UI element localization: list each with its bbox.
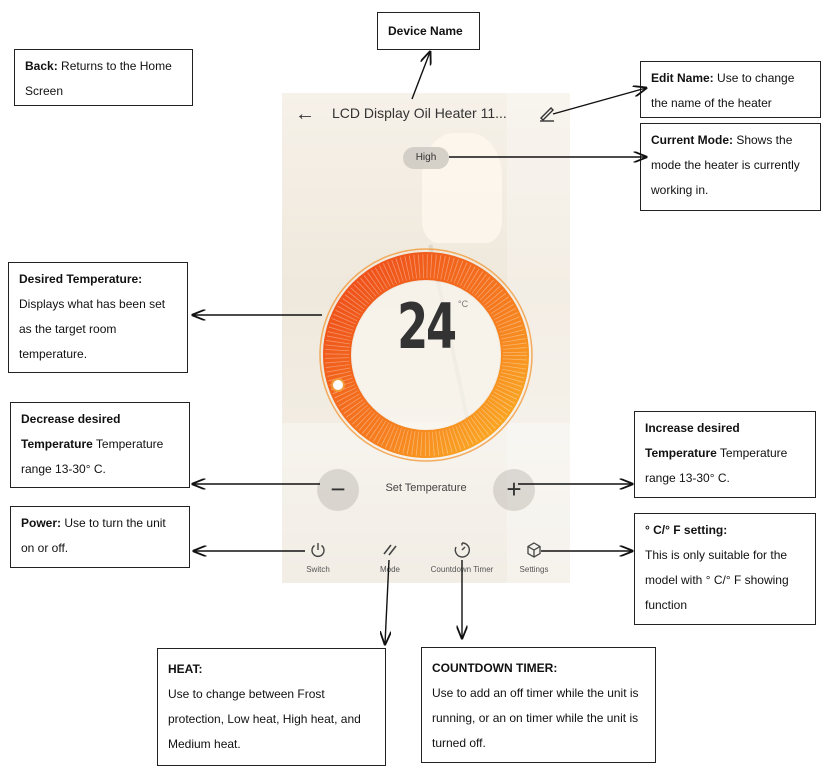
- callout-increase-temperature: Increase desired Temperature Temperature…: [634, 411, 816, 498]
- tab-switch[interactable]: Switch: [282, 541, 354, 574]
- callout-title: Back:: [25, 59, 58, 73]
- callout-current-mode: Current Mode: Shows the mode the heater …: [640, 123, 821, 211]
- tab-countdown-timer[interactable]: Countdown Timer: [426, 541, 498, 574]
- callout-unit-setting: ° C/° F setting: This is only suitable fo…: [634, 513, 816, 625]
- callout-title: ° C/° F setting:: [645, 523, 728, 537]
- callout-text: Use to add an off timer while the unit i…: [432, 686, 639, 750]
- callout-text: Use to change between Frost protection, …: [168, 687, 361, 751]
- callout-title: Edit Name:: [651, 71, 714, 85]
- set-temperature-label: Set Temperature: [385, 482, 467, 494]
- callout-edit-name: Edit Name: Use to change the name of the…: [640, 61, 821, 118]
- pencil-icon[interactable]: [537, 103, 557, 123]
- callout-decrease-temperature: Decrease desired Temperature Temperature…: [10, 402, 190, 488]
- callout-text: This is only suitable for the model with…: [645, 548, 789, 612]
- callout-title: COUNTDOWN TIMER:: [432, 661, 558, 675]
- callout-heat: HEAT: Use to change between Frost protect…: [157, 648, 386, 766]
- dial-inner-face: [352, 281, 500, 429]
- temperature-dial[interactable]: [316, 245, 536, 465]
- increase-temperature-button[interactable]: +: [493, 469, 535, 511]
- dial-ticks: [325, 254, 527, 456]
- callout-device-name: Device Name: [377, 12, 480, 50]
- callout-desired-temperature: Desired Temperature: Displays what has be…: [8, 262, 188, 373]
- mode-slashes-icon: [383, 544, 397, 556]
- callout-title: HEAT:: [168, 662, 203, 676]
- callout-text: Use to change the name of the heater: [651, 71, 795, 110]
- countdown-timer-icon: [454, 542, 470, 558]
- callout-back: Back: Returns to the Home Screen: [14, 49, 193, 106]
- callout-title: Current Mode:: [651, 133, 733, 147]
- power-icon: [311, 543, 325, 557]
- decrease-temperature-button[interactable]: −: [317, 469, 359, 511]
- arrow-device-name: [411, 52, 430, 100]
- callout-countdown-timer: COUNTDOWN TIMER: Use to add an off timer …: [421, 647, 656, 763]
- heater-app-screen: ← LCD Display Oil Heater 11... High 24 °…: [282, 93, 570, 583]
- callout-power: Power: Use to turn the unit on or off.: [10, 506, 190, 568]
- tab-label: Settings: [519, 565, 549, 574]
- desired-temperature-value: 24: [397, 290, 457, 363]
- tab-label: Mode: [379, 565, 400, 574]
- callout-text: Displays what has been set as the target…: [19, 297, 166, 361]
- tab-mode[interactable]: Mode: [354, 541, 426, 574]
- callout-title: Power:: [21, 516, 62, 530]
- callout-title: Decrease desired Temperature: [21, 412, 121, 451]
- callout-title: Desired Temperature:: [19, 272, 143, 286]
- settings-cube-icon: [527, 542, 541, 558]
- callout-text: Returns to the Home Screen: [25, 59, 172, 98]
- dial-ring: [323, 252, 529, 458]
- current-mode-badge: High: [403, 147, 449, 169]
- tab-settings[interactable]: Settings: [498, 541, 570, 574]
- callout-text: Use to turn the unit on or off.: [21, 516, 166, 555]
- tab-label: Countdown Timer: [430, 565, 494, 574]
- dial-outer-ring: [319, 248, 533, 462]
- callout-title: Device Name: [388, 24, 463, 38]
- back-arrow-icon[interactable]: ←: [295, 103, 315, 125]
- dial-handle: [331, 378, 345, 392]
- callout-title: Increase desired Temperature: [645, 421, 740, 460]
- device-name-title: LCD Display Oil Heater 11...: [332, 105, 507, 121]
- callout-text: Temperature range 13-30° C.: [645, 446, 788, 485]
- callout-text: Temperature range 13-30° C.: [21, 437, 164, 476]
- callout-text: Shows the mode the heater is currently w…: [651, 133, 800, 197]
- temperature-unit: °C: [458, 299, 469, 309]
- tab-label: Switch: [306, 565, 330, 574]
